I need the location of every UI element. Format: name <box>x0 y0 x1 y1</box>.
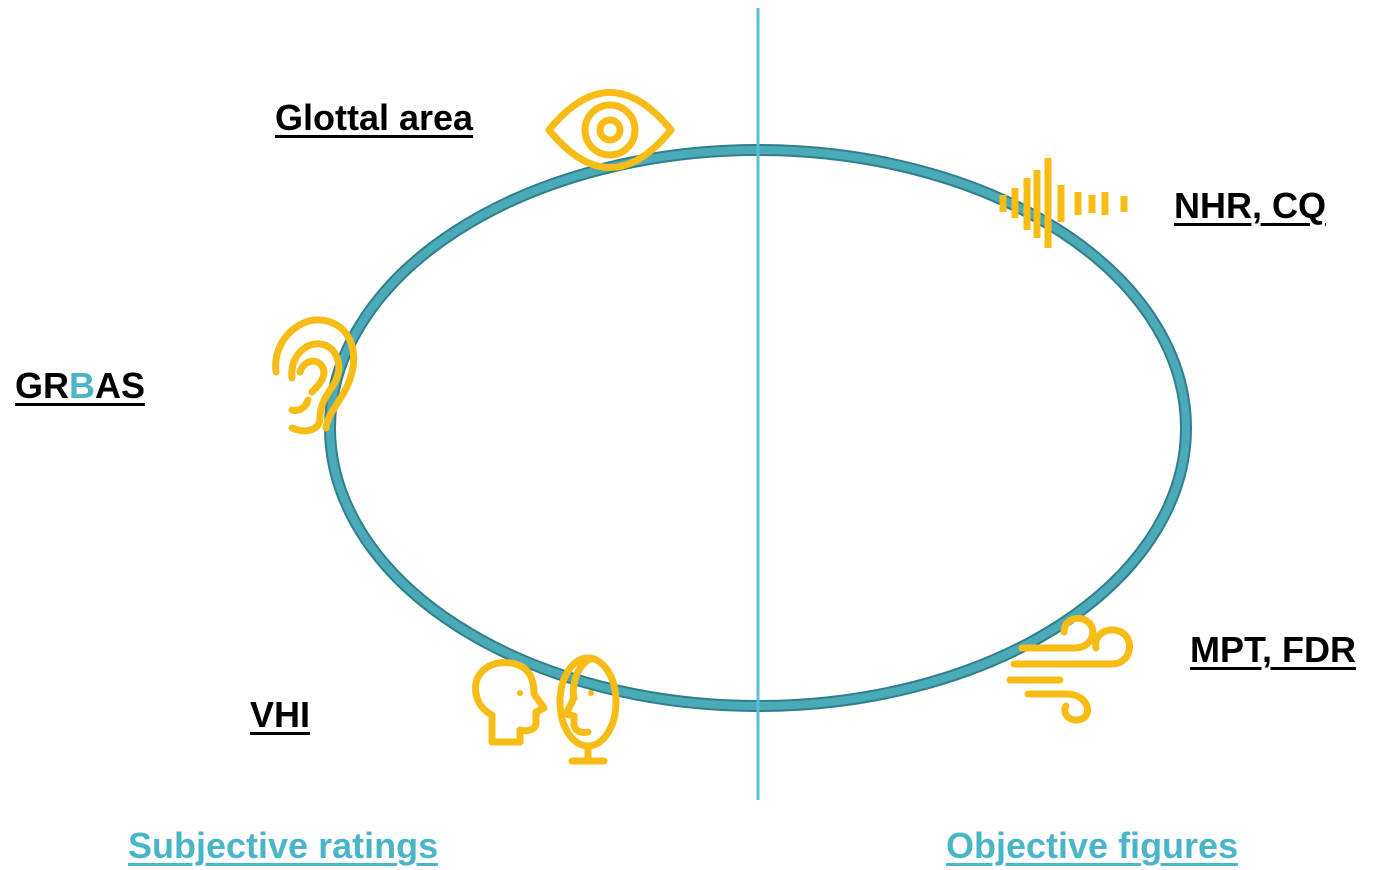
label-nhr-cq: NHR, CQ <box>1174 185 1326 226</box>
label-grbas: GRBAS <box>15 368 145 404</box>
ear-icon <box>272 316 358 435</box>
label-grbas-highlight: B <box>69 365 95 406</box>
sound-wave-icon <box>999 158 1128 248</box>
label-grbas-prefix: GR <box>15 365 69 406</box>
heads-facing-icon <box>472 654 620 765</box>
label-mpt-fdr: MPT, FDR <box>1190 629 1356 670</box>
wind-icon <box>1006 614 1133 724</box>
label-grbas-suffix: AS <box>95 365 146 406</box>
eye-icon <box>545 89 675 171</box>
footer-subjective-ratings: Subjective ratings <box>128 825 439 866</box>
footer-objective-figures: Objective figures <box>946 825 1239 866</box>
label-vhi: VHI <box>250 694 311 735</box>
label-glottal-area: Glottal area <box>275 97 474 138</box>
